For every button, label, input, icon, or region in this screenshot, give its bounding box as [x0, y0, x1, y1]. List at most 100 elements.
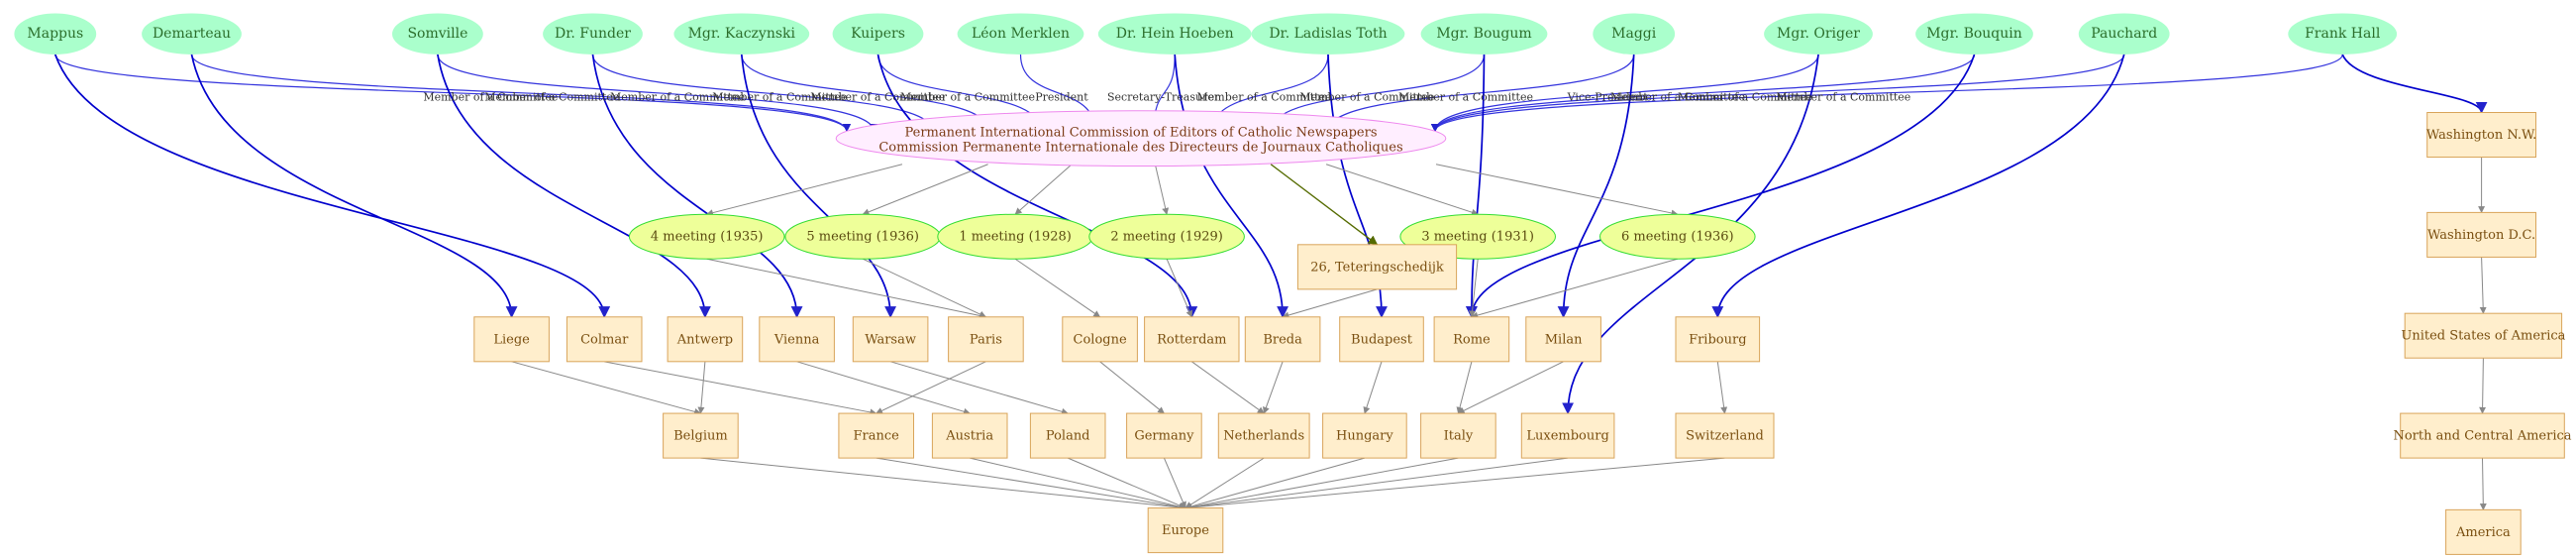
place-node-liege[interactable]: Liege: [473, 316, 550, 363]
place-shape: [1322, 412, 1407, 459]
place-node-rome[interactable]: Rome: [1433, 316, 1510, 363]
person-node-somville[interactable]: Somville: [392, 13, 483, 55]
meeting-node-m6[interactable]: 6 meeting (1936): [1599, 213, 1756, 260]
meeting-node-m4[interactable]: 4 meeting (1935): [628, 213, 785, 260]
person-shape: [2078, 13, 2170, 55]
role-label-frank-hall: Member of a Committee: [1776, 91, 1910, 104]
organization-node[interactable]: Permanent International Commission of Ed…: [835, 110, 1447, 167]
place-edge-rotterdam-netherlands: [1191, 361, 1265, 414]
residence-edge-demarteau-liege: [190, 54, 518, 318]
place-shape: [2426, 211, 2536, 258]
meeting-node-m1[interactable]: 1 meeting (1928): [937, 213, 1093, 260]
person-node-mgr-bougum[interactable]: Mgr. Bougum: [1420, 13, 1548, 55]
place-label: Italy: [1444, 429, 1474, 444]
role-label-mappus: Member of a Committee: [423, 91, 558, 104]
place-edge-m6-rome: [1471, 258, 1678, 319]
place-node-germany[interactable]: Germany: [1126, 412, 1202, 459]
person-shape: [2288, 13, 2398, 55]
person-node-kuipers[interactable]: Kuipers: [832, 13, 924, 55]
place-node-netherlands[interactable]: Netherlands: [1217, 412, 1310, 459]
place-edge-hungary-europe: [1185, 457, 1366, 510]
place-label: Netherlands: [1223, 429, 1304, 444]
residence-edge-pauchard-fribourg: [1711, 54, 2125, 318]
person-label: Dr. Hein Hoeben: [1116, 26, 1234, 42]
org-edge-m2: [1154, 164, 1170, 215]
place-node-cologne[interactable]: Cologne: [1062, 316, 1138, 363]
place-node-budapest[interactable]: Budapest: [1339, 316, 1424, 363]
place-node-washington_nw[interactable]: Washington N.W.: [2426, 112, 2536, 159]
person-label: Dr. Funder: [555, 26, 631, 42]
place-label: Colmar: [580, 332, 629, 347]
place-node-italy[interactable]: Italy: [1420, 412, 1496, 459]
meeting-node-m2[interactable]: 2 meeting (1929): [1088, 213, 1245, 260]
place-node-america[interactable]: America: [2445, 508, 2522, 555]
place-shape: [2426, 112, 2536, 159]
place-node-washington_dc[interactable]: Washington D.C.: [2426, 211, 2536, 258]
place-node-rotterdam[interactable]: Rotterdam: [1144, 316, 1240, 363]
person-node-dr-funder[interactable]: Dr. Funder: [543, 13, 643, 55]
person-node-mappus[interactable]: Mappus: [14, 13, 97, 55]
place-node-paris[interactable]: Paris: [948, 316, 1024, 363]
place-edge-austria-europe: [970, 457, 1186, 510]
place-node-usa[interactable]: United States of America: [2401, 312, 2566, 359]
place-node-hungary[interactable]: Hungary: [1322, 412, 1407, 459]
person-label: Kuipers: [851, 26, 905, 42]
place-label: United States of America: [2401, 329, 2565, 344]
person-node-dr-ladislas-toth[interactable]: Dr. Ladislas Toth: [1251, 13, 1405, 55]
place-shape: [1244, 316, 1321, 363]
place-label: Luxembourg: [1526, 429, 1608, 444]
place-node-austria[interactable]: Austria: [931, 412, 1008, 459]
place-node-breda[interactable]: Breda: [1244, 316, 1321, 363]
place-node-milan[interactable]: Milan: [1525, 316, 1601, 363]
place-node-switzerland[interactable]: Switzerland: [1675, 412, 1775, 459]
place-node-north_central_america[interactable]: North and Central America: [2393, 412, 2572, 459]
place-edge-antwerp-belgium: [697, 361, 706, 414]
person-node-frank-hall[interactable]: Frank Hall: [2288, 13, 2398, 55]
place-node-teterings[interactable]: 26, Teteringschedijk: [1296, 244, 1458, 290]
role-label-pauchard: Member of a Committee: [1678, 91, 1812, 104]
person-node-pauchard[interactable]: Pauchard: [2078, 13, 2170, 55]
person-shape: [957, 13, 1084, 55]
place-edge-belgium-europe: [700, 457, 1186, 511]
role-label-mgr-kaczynski: Member of a Committee: [810, 91, 945, 104]
place-node-luxembourg[interactable]: Luxembourg: [1520, 412, 1615, 459]
person-node-demarteau[interactable]: Demarteau: [142, 13, 242, 55]
role-edge-frank-hall: [1430, 54, 2343, 133]
residence-edge-funder-vienna: [591, 54, 803, 318]
meeting-node-m5[interactable]: 5 meeting (1936): [784, 213, 942, 260]
place-label: Antwerp: [676, 332, 733, 347]
person-label: Somville: [407, 26, 467, 42]
place-label: Europe: [1162, 523, 1209, 538]
place-edge-washington_dc-usa: [2479, 257, 2487, 314]
place-node-vienna[interactable]: Vienna: [759, 316, 835, 363]
person-node-l-on-merklen[interactable]: Léon Merklen: [957, 13, 1084, 55]
person-node-mgr-kaczynski[interactable]: Mgr. Kaczynski: [673, 13, 810, 55]
place-node-warsaw[interactable]: Warsaw: [852, 316, 929, 363]
person-shape: [142, 13, 242, 55]
person-node-dr-hein-hoeben[interactable]: Dr. Hein Hoeben: [1097, 13, 1252, 55]
place-shape: [2445, 508, 2522, 555]
person-shape: [392, 13, 483, 55]
place-edge-cologne-germany: [1099, 361, 1165, 414]
role-label-maggi: Member of a Committee: [1398, 91, 1533, 104]
place-shape: [1433, 316, 1510, 363]
place-shape: [1520, 412, 1615, 459]
place-node-france[interactable]: France: [838, 412, 915, 459]
place-edge-netherlands-europe: [1185, 457, 1265, 508]
place-label: Milan: [1545, 332, 1583, 347]
place-node-antwerp[interactable]: Antwerp: [667, 316, 744, 363]
place-node-poland[interactable]: Poland: [1029, 412, 1106, 459]
person-label: Frank Hall: [2305, 26, 2381, 42]
residence-edge-hall-washington_nw: [2341, 54, 2488, 114]
place-edge-north_central_america-america: [2479, 458, 2487, 511]
place-node-europe[interactable]: Europe: [1147, 507, 1224, 554]
residence-edge-maggi-milan: [1557, 54, 1635, 318]
place-label: Vienna: [773, 332, 820, 347]
person-node-mgr-origer[interactable]: Mgr. Origer: [1764, 13, 1873, 55]
role-edge-maggi: [1323, 54, 1635, 133]
place-node-belgium[interactable]: Belgium: [663, 412, 739, 459]
place-node-fribourg[interactable]: Fribourg: [1675, 316, 1761, 363]
person-node-maggi[interactable]: Maggi: [1593, 13, 1676, 55]
person-node-mgr-bouquin[interactable]: Mgr. Bouquin: [1915, 13, 2033, 55]
place-node-colmar[interactable]: Colmar: [566, 316, 643, 363]
